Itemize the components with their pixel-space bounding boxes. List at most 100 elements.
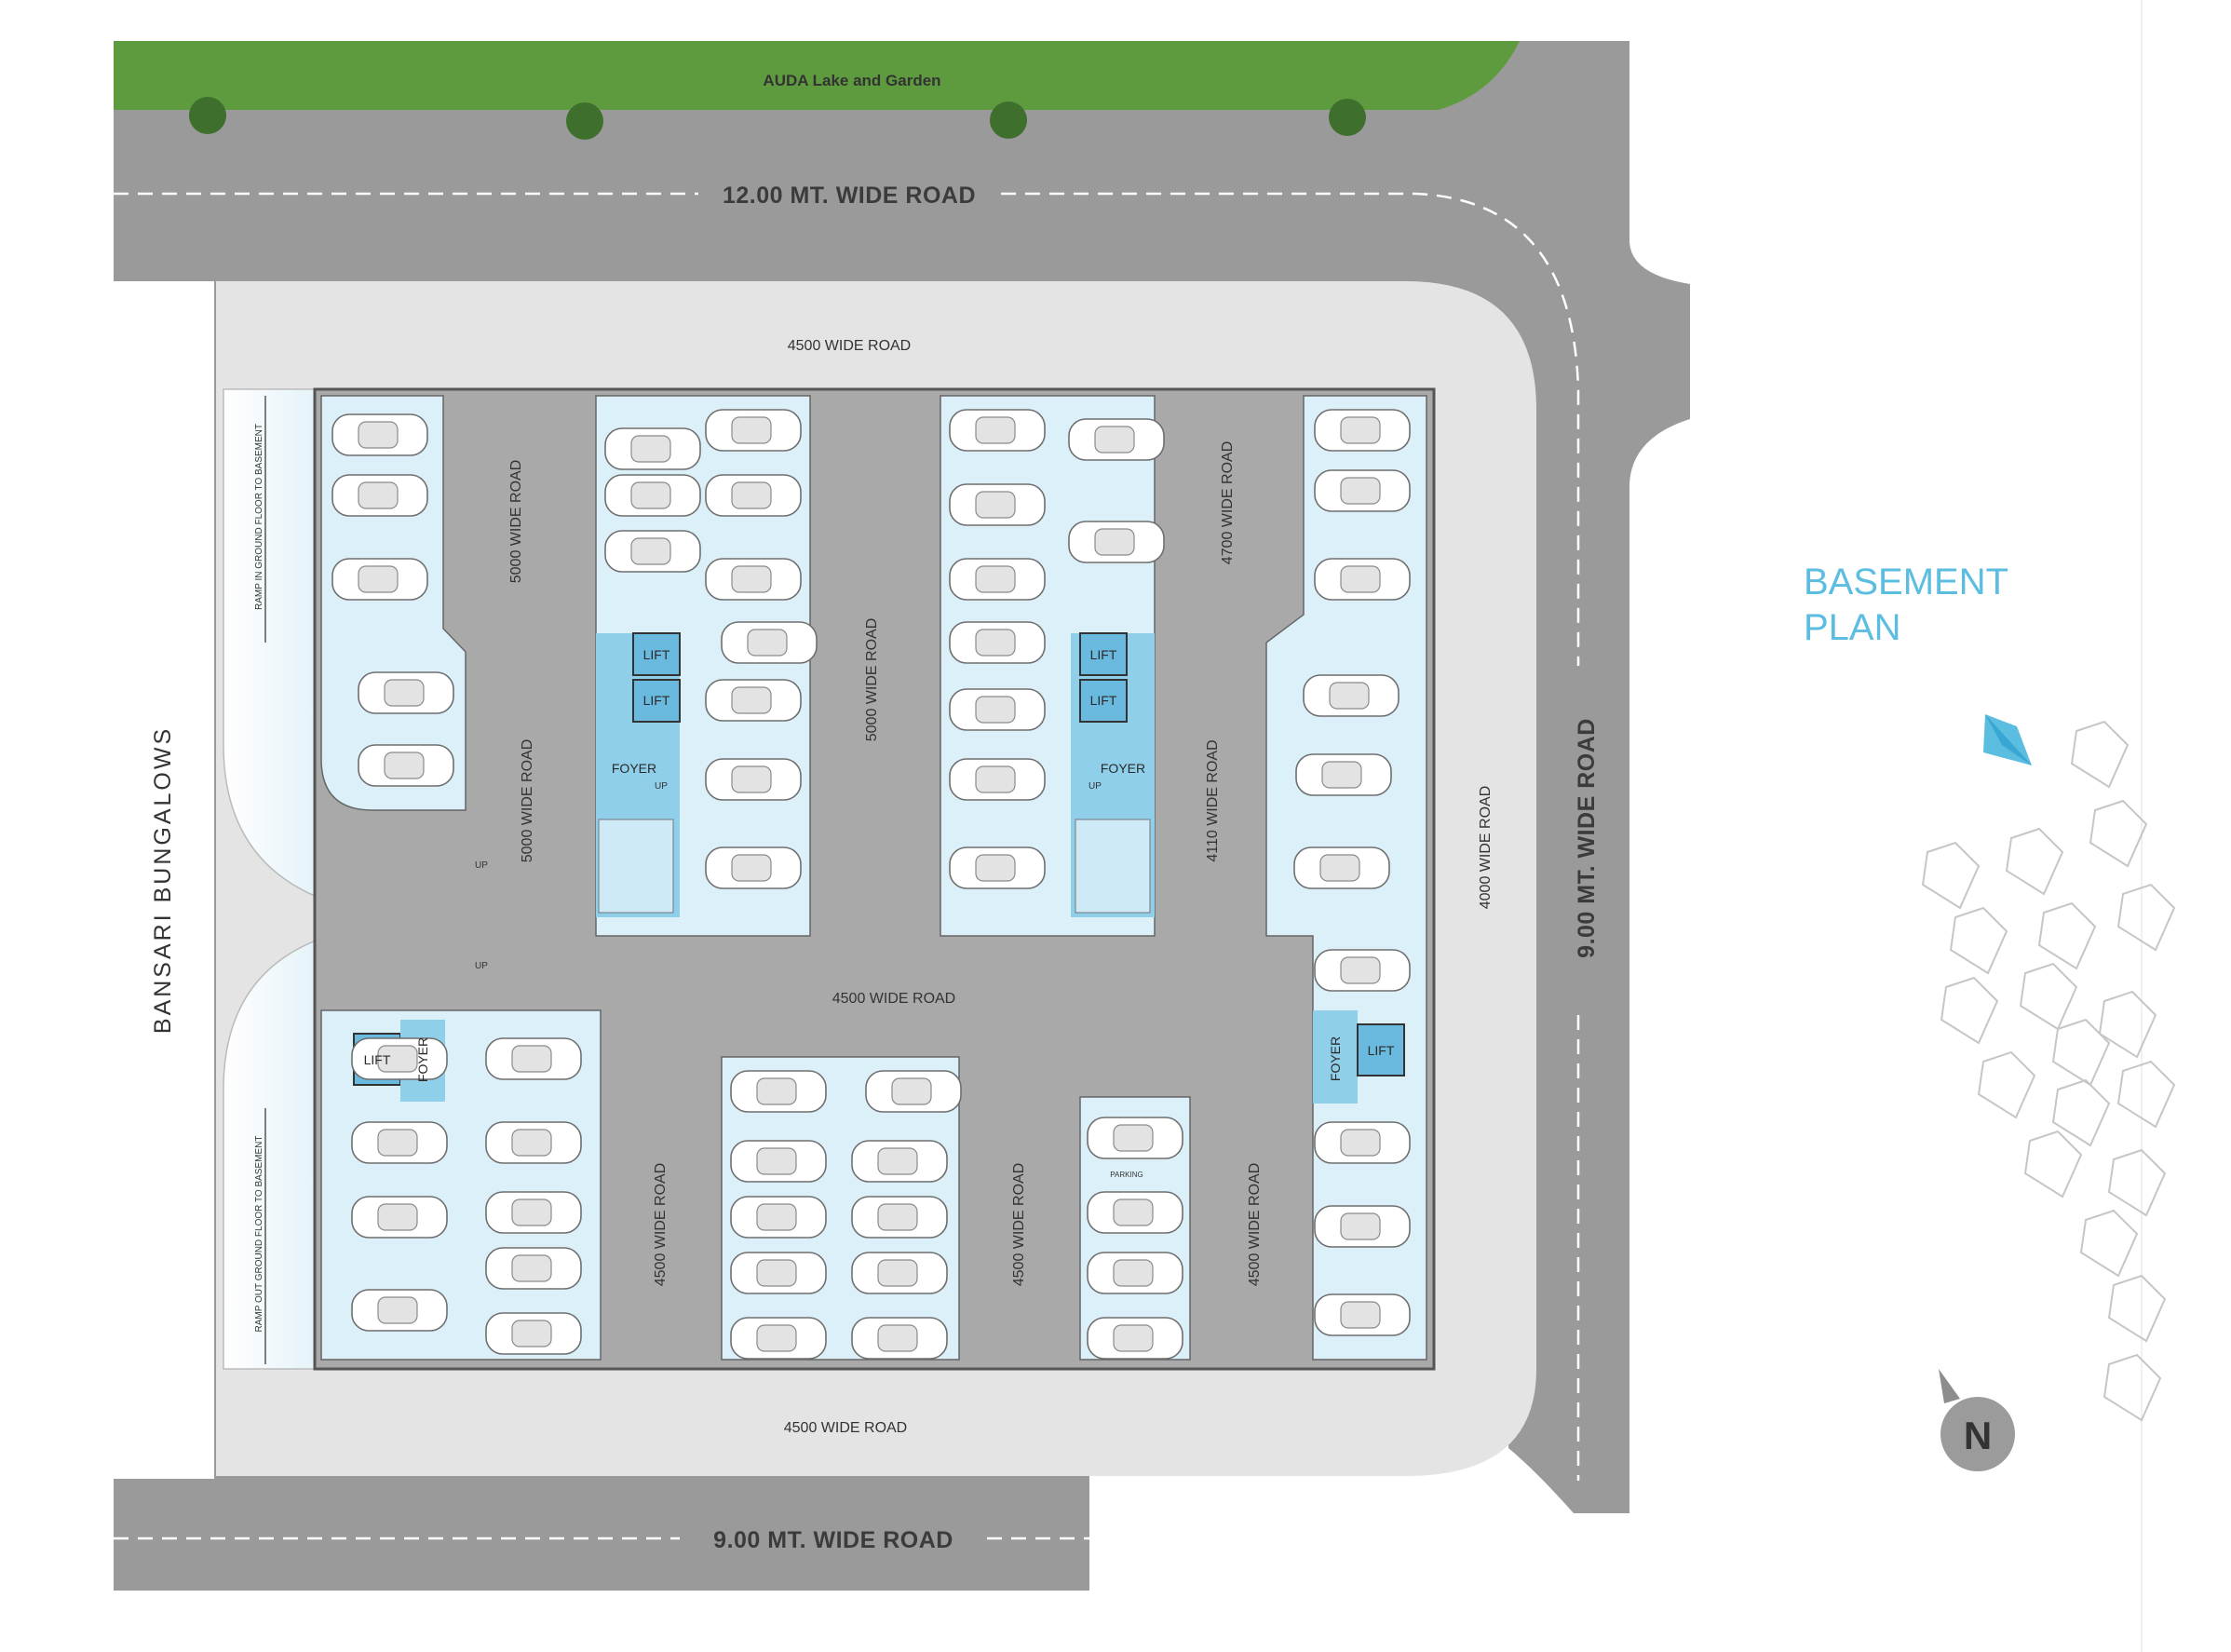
lift-shaft: [632, 632, 681, 676]
car-icon: [1295, 753, 1392, 796]
garden-label: AUDA Lake and Garden: [763, 72, 940, 89]
up-label: UP: [1088, 781, 1102, 792]
car-icon: [331, 558, 428, 601]
north-compass-icon: N: [1939, 1369, 2015, 1471]
page-margin: [2142, 0, 2231, 1652]
car-icon: [721, 621, 818, 664]
car-icon: [730, 1070, 827, 1113]
car-icon: [865, 1070, 962, 1113]
car-icon: [705, 474, 802, 517]
plan-title-line2: PLAN: [1804, 607, 1901, 648]
road-label-middle-left: 5000 WIDE ROAD: [864, 618, 880, 741]
foyer-label: FOYER: [612, 761, 656, 776]
road-label-north: 4500 WIDE ROAD: [788, 338, 911, 354]
car-icon: [730, 1196, 827, 1239]
road-label-middle-right-lower: 4110 WIDE ROAD: [1205, 739, 1221, 861]
diamond-outline-icon: [2107, 1148, 2167, 1217]
compass-label: N: [1964, 1414, 1992, 1457]
foyer-label: FOYER: [415, 1037, 430, 1082]
road-label-south-b: 4500 WIDE ROAD: [1011, 1163, 1027, 1286]
car-icon: [1314, 949, 1411, 992]
diamond-outline-icon: [1921, 841, 1981, 910]
tree-icons: [189, 97, 1366, 140]
bansari-bungalows-block: [114, 281, 214, 1479]
car-icon: [851, 1196, 948, 1239]
car-icon: [351, 1289, 448, 1332]
foyer-label: FOYER: [1328, 1036, 1343, 1081]
bansari-bungalows-label: BANSARI BUNGALOWS: [150, 726, 176, 1034]
car-icon: [485, 1037, 582, 1080]
car-icon: [351, 1196, 448, 1239]
road-label-center: 4500 WIDE ROAD: [832, 991, 955, 1007]
foyer-label: FOYER: [1101, 761, 1145, 776]
car-icon: [1314, 469, 1411, 512]
lift-label: LIFT: [1368, 1043, 1395, 1058]
diamond-outline-icon: [1977, 1050, 2036, 1119]
car-icon: [949, 758, 1046, 801]
road-label-south: 4500 WIDE ROAD: [784, 1420, 907, 1436]
diamond-outline-icon: [2079, 1209, 2139, 1278]
staircase: [598, 819, 674, 914]
car-icon: [1314, 558, 1411, 601]
car-icon: [851, 1252, 948, 1294]
diamond-outline-icon: [2089, 799, 2148, 868]
up-label: UP: [655, 781, 668, 792]
parking-label: PARKING: [1110, 1171, 1143, 1179]
road-label-middle-right-upper: 4700 WIDE ROAD: [1220, 441, 1236, 564]
car-icon: [331, 474, 428, 517]
car-icon: [730, 1252, 827, 1294]
car-icon: [949, 483, 1046, 526]
car-icon: [949, 846, 1046, 889]
staircase: [1075, 819, 1151, 914]
diamond-outline-icon: [2005, 827, 2064, 896]
ramp-in-label: RAMP IN GROUND FLOOR TO BASEMENT: [254, 424, 264, 610]
diamond-outline-icon: [2116, 1060, 2176, 1129]
car-icon: [604, 427, 701, 470]
plan-title-line1: BASEMENT: [1804, 562, 2008, 603]
lift-shaft: [1079, 679, 1128, 723]
north-road-label: 12.00 MT. WIDE ROAD: [723, 183, 976, 209]
tree-icon: [1329, 99, 1366, 136]
road-label-west-lower: 5000 WIDE ROAD: [520, 739, 535, 862]
car-icon: [705, 846, 802, 889]
ramp-up-label: UP: [475, 961, 488, 971]
road-label-south-c: 4500 WIDE ROAD: [1247, 1163, 1263, 1286]
tree-icon: [189, 97, 226, 134]
road-label-south-a: 4500 WIDE ROAD: [653, 1163, 669, 1286]
core-east: [1071, 632, 1155, 917]
car-icon: [705, 558, 802, 601]
diamond-outline-icon: [2037, 901, 2097, 970]
core-se: [1313, 1010, 1405, 1104]
diamond-outline-icon: [2107, 1274, 2167, 1343]
car-icon: [358, 744, 454, 787]
car-icon: [351, 1037, 448, 1080]
diamond-outline-icon: [1940, 976, 1999, 1045]
car-icon: [730, 1317, 827, 1360]
lift-shaft: [1079, 632, 1128, 676]
car-icon: [351, 1121, 448, 1164]
car-icon: [1314, 1121, 1411, 1164]
car-icon: [730, 1140, 827, 1183]
car-icon: [1087, 1191, 1183, 1234]
car-icon: [1314, 1293, 1411, 1336]
car-icon: [331, 413, 428, 456]
diamond-outline-icon: [2023, 1130, 2083, 1198]
car-icon: [949, 409, 1046, 452]
south-road-label: 9.00 MT. WIDE ROAD: [713, 1527, 953, 1553]
diamond-outline-icon: [2098, 990, 2157, 1059]
lift-label: LIFT: [1090, 647, 1117, 662]
ramp-out-label: RAMP OUT GROUND FLOOR TO BASEMENT: [254, 1136, 264, 1333]
car-icon: [1068, 418, 1165, 461]
car-icons: [331, 409, 1411, 1360]
car-icon: [485, 1191, 582, 1234]
road-label-east: 4000 WIDE ROAD: [1478, 786, 1494, 909]
car-icon: [949, 558, 1046, 601]
lift-shaft: [1357, 1023, 1405, 1077]
diamond-outline-icon: [2051, 1018, 2111, 1087]
diamond-outline-icon: [2051, 1078, 2111, 1147]
car-icon: [1314, 409, 1411, 452]
foyer-area: [1313, 1010, 1358, 1104]
diamond-outline-icon: [1949, 906, 2008, 975]
car-icon: [705, 758, 802, 801]
